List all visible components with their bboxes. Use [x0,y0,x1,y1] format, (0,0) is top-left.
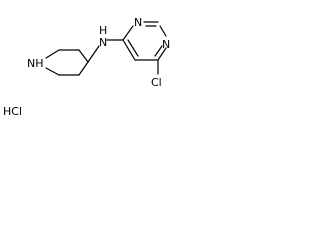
piperidine-ring [45,49,89,76]
pyrimidine-ring [122,21,167,61]
pyrimidine-n-top-label: N [134,16,142,29]
pyrimidine-n-right-label: N [162,38,170,51]
molecule-drawing: NH N H N N Cl HCl [3,16,170,118]
linker-n-label: N [99,36,107,49]
structure-canvas: NH N H N N Cl HCl [0,0,185,135]
salt-label: HCl [3,105,22,118]
piperidine-nh-label: NH [27,57,44,70]
linker-h-label: H [99,24,107,37]
bond-c4-nh [87,45,100,63]
chlorine-label: Cl [151,76,162,89]
